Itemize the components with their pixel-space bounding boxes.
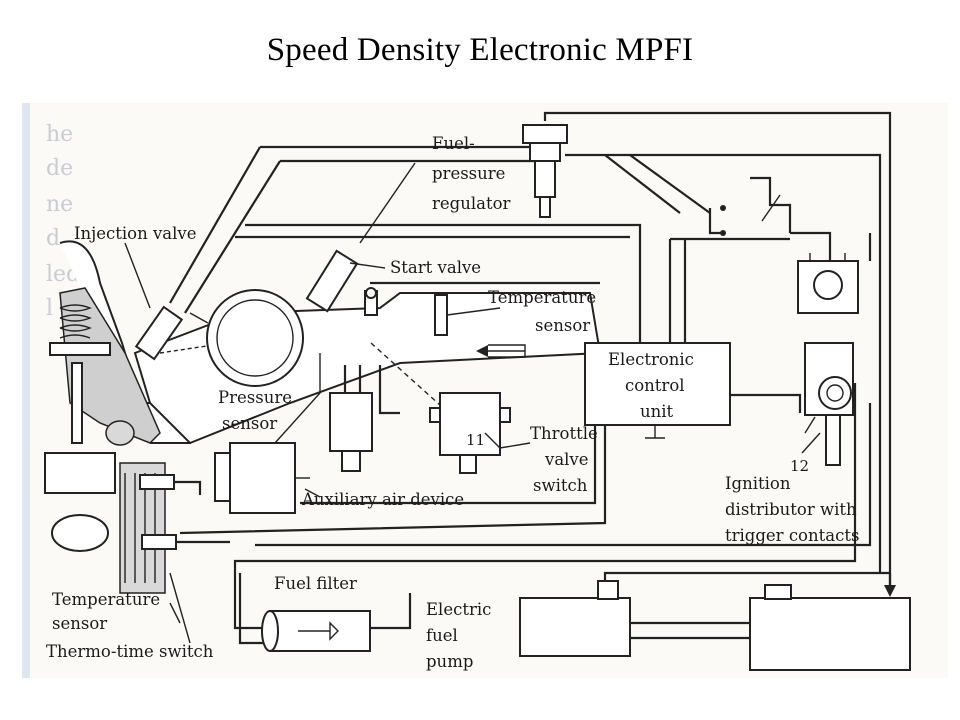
label-ignition-distributor-2: distributor with xyxy=(725,500,857,519)
start-valve xyxy=(305,162,416,313)
label-throttle-valve-switch-3: switch xyxy=(533,476,588,495)
label-pressure-sensor-2: sensor xyxy=(222,414,277,433)
label-temperature-sensor-intake-1: Temperature xyxy=(488,288,596,307)
label-auxiliary-air-device: Auxiliary air device xyxy=(301,490,464,509)
label-ignition-distributor-1: Ignition xyxy=(725,474,791,493)
label-electric-fuel-pump-3: pump xyxy=(426,652,473,671)
label-fuel-filter: Fuel filter xyxy=(274,574,357,593)
label-temperature-sensor-engine-2: sensor xyxy=(52,614,107,633)
label-pressure-sensor-1: Pressure xyxy=(218,388,292,407)
pressure-sensor xyxy=(214,353,321,514)
auxiliary-air-device xyxy=(329,365,400,472)
label-fuel-pressure-regulator-2: pressure xyxy=(432,164,505,183)
fuel-pressure-regulator xyxy=(522,124,568,218)
leader-lines xyxy=(124,242,821,644)
electric-fuel-pump xyxy=(519,580,631,657)
injection-valve xyxy=(134,305,209,361)
relay-switch xyxy=(708,176,792,236)
engine-temperature-sensors xyxy=(139,474,230,550)
wiring-and-pipes xyxy=(169,111,896,645)
label-ecu-2: control xyxy=(625,376,685,395)
label-throttle-valve-switch-1: Throttle xyxy=(530,424,598,443)
intake-temperature-sensor xyxy=(434,294,501,336)
label-electric-fuel-pump-1: Electric xyxy=(426,600,491,619)
svg-text:he: he xyxy=(46,122,73,147)
callout-11: 11 xyxy=(466,431,485,449)
page-title: Speed Density Electronic MPFI xyxy=(266,32,694,68)
label-fuel-pressure-regulator-3: regulator xyxy=(432,194,511,213)
label-temperature-sensor-engine-1: Temperature xyxy=(52,590,160,609)
callout-12: 12 xyxy=(790,457,809,475)
ignition-distributor xyxy=(804,342,854,466)
label-electric-fuel-pump-2: fuel xyxy=(426,626,458,645)
mpfi-diagram: he de ne d led l xyxy=(44,111,911,671)
svg-text:l: l xyxy=(46,296,53,321)
battery xyxy=(790,231,872,314)
svg-text:ne: ne xyxy=(46,192,73,217)
svg-text:d: d xyxy=(46,226,60,251)
fuel-filter xyxy=(261,610,371,652)
engine-cylinder xyxy=(44,240,191,594)
label-ignition-distributor-3: trigger contacts xyxy=(725,526,859,545)
throttle-valve-switch-box xyxy=(429,392,511,474)
label-thermo-time-switch: Thermo-time switch xyxy=(46,642,214,661)
svg-text:de: de xyxy=(46,156,73,181)
label-fuel-pressure-regulator-1: Fuel- xyxy=(432,134,475,153)
diagram-panel: he de ne d led l xyxy=(22,103,948,678)
label-ecu-1: Electronic xyxy=(608,350,694,369)
label-temperature-sensor-intake-2: sensor xyxy=(535,316,590,335)
label-throttle-valve-switch-2: valve xyxy=(544,450,589,469)
fuel-tank xyxy=(749,584,911,671)
label-ecu-3: unit xyxy=(640,402,674,421)
electronic-control-unit xyxy=(584,342,731,439)
intake-manifold xyxy=(133,289,602,445)
label-injection-valve: Injection valve xyxy=(74,224,197,243)
label-start-valve: Start valve xyxy=(390,258,481,277)
